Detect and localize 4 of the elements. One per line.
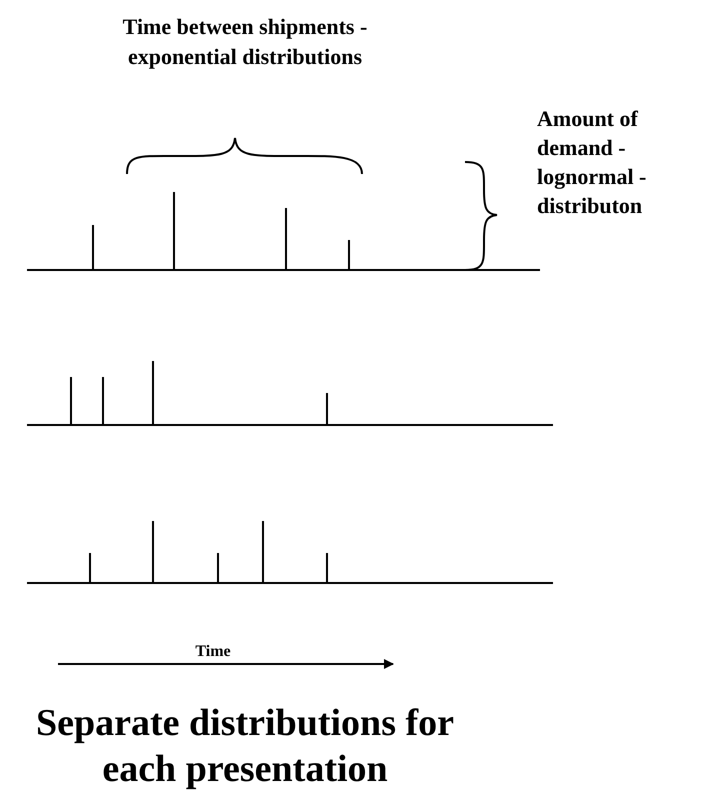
axis-label: Time [194, 643, 232, 661]
annotation-text: Time between shipments -exponential distributions [122, 13, 368, 71]
annotation-text: Amount of demand -lognormal -distributon [537, 105, 648, 220]
caption: Separate distributions for each presentation [35, 701, 455, 792]
